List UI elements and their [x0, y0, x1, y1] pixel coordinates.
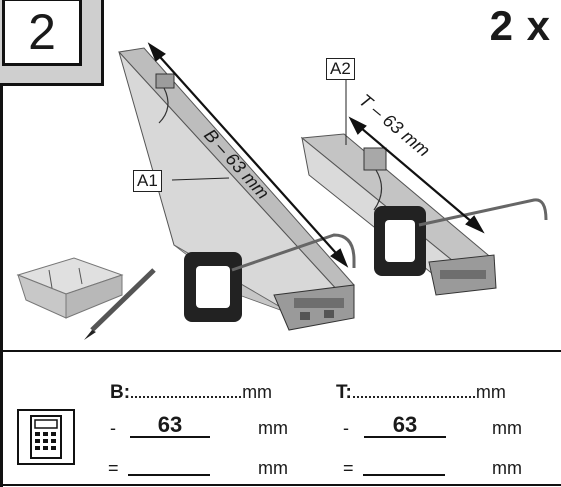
bottom-border: [3, 484, 561, 486]
t-label: T:: [336, 382, 352, 403]
t-minus-sign: -: [343, 418, 349, 438]
b-subtract-value: 63: [157, 412, 183, 437]
label-a1: A1: [133, 170, 162, 192]
b-minus-sign: -: [110, 418, 116, 438]
t-subtract-underline: [364, 436, 446, 438]
t-unit: mm: [475, 382, 506, 402]
left-border: [0, 86, 3, 487]
miter-box-illustration: [16, 257, 124, 319]
b-result-field[interactable]: [128, 474, 210, 476]
t-equals-sign: =: [343, 458, 354, 478]
calculator-icon: [17, 409, 75, 465]
calc-row-b: B: mm: [110, 382, 272, 404]
b-subtract-underline: [130, 436, 210, 438]
section-divider: [3, 350, 561, 352]
step-number: 2: [28, 4, 56, 60]
b-result-unit: mm: [258, 458, 288, 478]
calc-row-t: T: mm: [336, 382, 506, 404]
b-unit: mm: [242, 382, 273, 402]
t-subtract-value: 63: [392, 412, 418, 437]
t-result-field[interactable]: [363, 474, 445, 476]
b-label: B:: [110, 382, 131, 403]
b-subtract-unit: mm: [258, 418, 288, 438]
t-result-unit: mm: [492, 458, 522, 478]
label-a2: A2: [326, 58, 355, 80]
assembly-illustration: [16, 42, 548, 340]
pencil-illustration: [84, 268, 156, 340]
t-subtract-unit: mm: [492, 418, 522, 438]
t-input-dots[interactable]: [352, 394, 475, 398]
b-input-dots[interactable]: [131, 394, 242, 398]
quantity-label: 2 x: [489, 2, 551, 49]
step-number-box: 2: [2, 0, 82, 66]
b-equals-sign: =: [108, 458, 119, 478]
step-number-panel: 2: [0, 0, 104, 86]
